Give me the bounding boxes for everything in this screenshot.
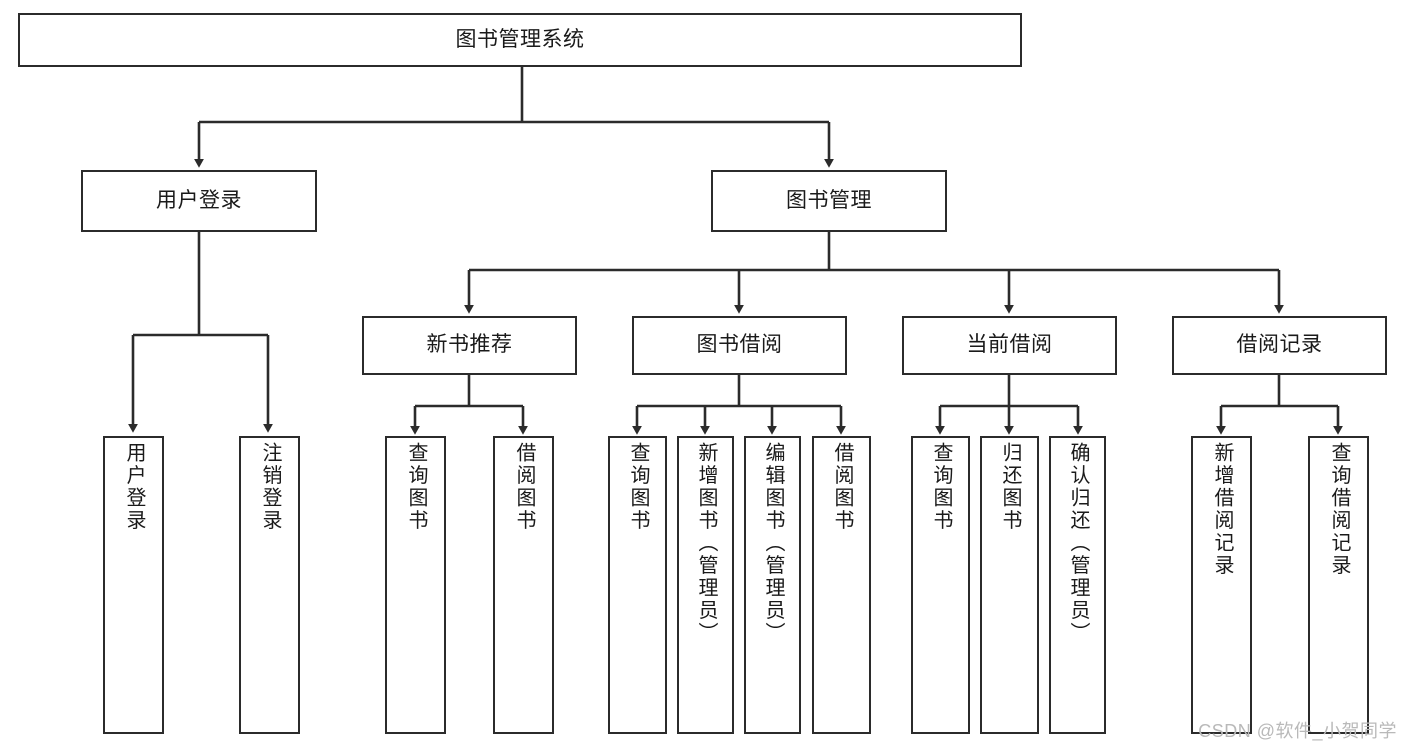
- node-leaf-edit-book[interactable]: 编辑图书（管理员）: [744, 436, 801, 734]
- node-leaf-add-record[interactable]: 新增借阅记录: [1191, 436, 1252, 734]
- node-leaf-confirm-return[interactable]: 确认归还（管理员）: [1049, 436, 1106, 734]
- node-leaf-borrow-book-2-label: 借阅图书: [831, 442, 853, 532]
- node-leaf-query-book-1[interactable]: 查询图书: [385, 436, 446, 734]
- node-leaf-query-book-3[interactable]: 查询图书: [911, 436, 970, 734]
- node-leaf-confirm-return-label: 确认归还（管理员）: [1067, 442, 1089, 645]
- node-borrow-record[interactable]: 借阅记录: [1172, 316, 1387, 375]
- node-leaf-query-book-1-label: 查询图书: [405, 442, 427, 532]
- node-leaf-return-book-label: 归还图书: [999, 442, 1021, 532]
- node-new-book-recommend[interactable]: 新书推荐: [362, 316, 577, 375]
- node-leaf-user-login[interactable]: 用户登录: [103, 436, 164, 734]
- node-user-login-label: 用户登录: [156, 188, 242, 212]
- node-leaf-add-record-label: 新增借阅记录: [1211, 442, 1233, 577]
- node-book-borrow-label: 图书借阅: [696, 333, 783, 357]
- node-current-borrow-label: 当前借阅: [966, 333, 1053, 357]
- node-current-borrow[interactable]: 当前借阅: [902, 316, 1117, 375]
- node-book-manage[interactable]: 图书管理: [711, 170, 947, 232]
- node-root[interactable]: 图书管理系统: [18, 13, 1022, 67]
- node-leaf-query-book-3-label: 查询图书: [930, 442, 952, 532]
- node-root-label: 图书管理系统: [455, 27, 585, 51]
- node-leaf-borrow-book-2[interactable]: 借阅图书: [812, 436, 871, 734]
- node-new-book-recommend-label: 新书推荐: [426, 333, 513, 357]
- node-leaf-query-book-2-label: 查询图书: [627, 442, 649, 532]
- node-leaf-query-record-label: 查询借阅记录: [1328, 442, 1350, 577]
- node-user-login[interactable]: 用户登录: [81, 170, 317, 232]
- node-leaf-user-login-label: 用户登录: [123, 442, 145, 532]
- node-leaf-query-record[interactable]: 查询借阅记录: [1308, 436, 1369, 734]
- node-leaf-user-logout-label: 注销登录: [259, 442, 281, 532]
- node-leaf-user-logout[interactable]: 注销登录: [239, 436, 300, 734]
- node-leaf-query-book-2[interactable]: 查询图书: [608, 436, 667, 734]
- node-leaf-borrow-book-1-label: 借阅图书: [513, 442, 535, 532]
- node-leaf-add-book[interactable]: 新增图书（管理员）: [677, 436, 734, 734]
- node-book-manage-label: 图书管理: [786, 188, 872, 212]
- node-leaf-edit-book-label: 编辑图书（管理员）: [762, 442, 784, 645]
- node-leaf-add-book-label: 新增图书（管理员）: [695, 442, 717, 645]
- node-leaf-borrow-book-1[interactable]: 借阅图书: [493, 436, 554, 734]
- node-leaf-return-book[interactable]: 归还图书: [980, 436, 1039, 734]
- node-borrow-record-label: 借阅记录: [1236, 333, 1323, 357]
- node-book-borrow[interactable]: 图书借阅: [632, 316, 847, 375]
- watermark-text: CSDN @软件_小贺同学: [1198, 721, 1397, 741]
